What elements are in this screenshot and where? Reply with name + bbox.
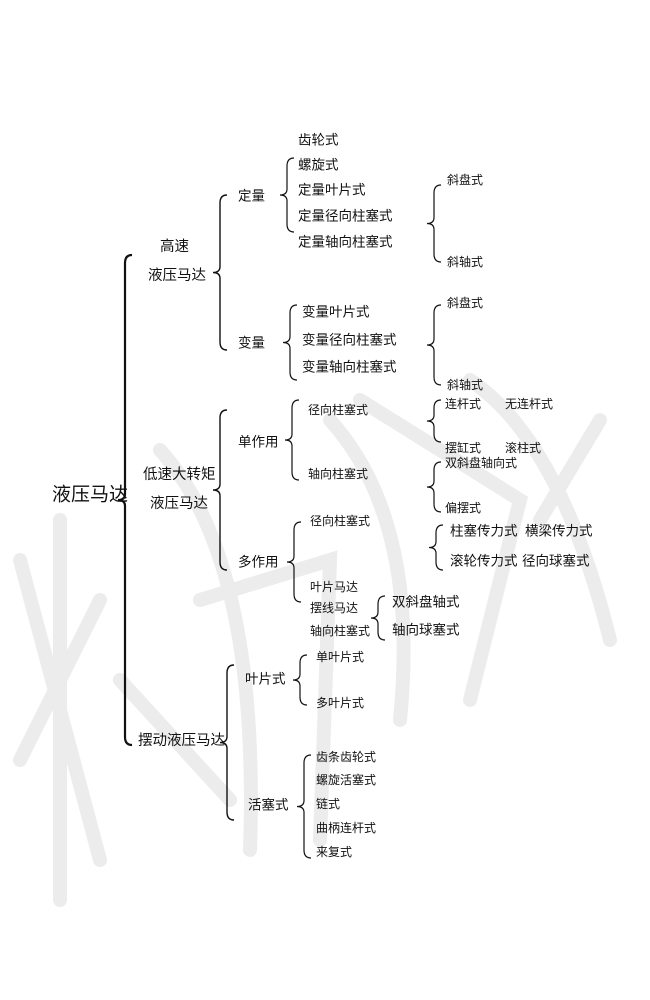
fixed-item: 定量径向柱塞式 [298, 208, 393, 225]
single-acting-label: 单作用 [238, 434, 279, 451]
brace [282, 304, 298, 381]
brace [426, 461, 442, 513]
swing-label: 摆动液压马达 [138, 732, 225, 749]
brace [428, 524, 444, 571]
multi-radial-sub: 柱塞传力式 [450, 523, 518, 540]
multi-item: 径向柱塞式 [310, 514, 371, 528]
single-radial-sub: 滚柱式 [505, 441, 542, 455]
vane-item: 单叶片式 [316, 650, 365, 664]
fixed-label: 定量 [238, 188, 265, 205]
vane-label: 叶片式 [245, 671, 286, 688]
variable-item: 变量轴向柱塞式 [302, 359, 397, 376]
brace [286, 521, 302, 603]
fixed-sub: 斜轴式 [447, 255, 484, 269]
low-speed-label: 低速大转矩 [143, 466, 216, 483]
multi-radial-sub: 横梁传力式 [525, 523, 593, 540]
fixed-item: 螺旋式 [298, 157, 339, 174]
high-speed-label-2: 液压马达 [148, 267, 206, 284]
high-speed-label: 高速 [160, 238, 189, 255]
piston-item: 曲柄连杆式 [316, 821, 377, 835]
piston-item: 来复式 [316, 845, 353, 859]
brace [212, 409, 228, 571]
single-axial-sub: 双斜盘轴向式 [445, 456, 518, 470]
piston-item: 链式 [316, 797, 341, 811]
single-radial-sub: 无连杆式 [505, 397, 554, 411]
fixed-sub: 斜盘式 [447, 173, 484, 187]
piston-item: 螺旋活塞式 [316, 773, 377, 787]
variable-item: 变量径向柱塞式 [302, 332, 397, 349]
brace [370, 595, 386, 641]
multi-item: 叶片马达 [310, 580, 359, 594]
vane-item: 多叶片式 [316, 696, 365, 710]
multi-item: 摆线马达 [310, 601, 359, 615]
variable-sub: 斜盘式 [447, 296, 484, 310]
multi-item: 轴向柱塞式 [310, 624, 371, 638]
low-speed-label-2: 液压马达 [150, 495, 208, 512]
single-radial-sub: 摆缸式 [445, 441, 482, 455]
piston-item: 齿条齿轮式 [316, 750, 377, 764]
single-radial-sub: 连杆式 [445, 397, 482, 411]
brace [426, 184, 442, 263]
brace [426, 399, 442, 443]
brace [117, 253, 133, 747]
brace [284, 399, 300, 481]
variable-label: 变量 [238, 335, 265, 352]
variable-sub: 斜轴式 [447, 378, 484, 392]
brace [426, 304, 442, 386]
brace [219, 664, 235, 821]
variable-item: 变量叶片式 [302, 304, 370, 321]
root-node: 液压马达 [52, 483, 129, 506]
single-item: 轴向柱塞式 [308, 467, 369, 481]
multi-acting-label: 多作用 [238, 554, 279, 571]
fixed-item: 定量叶片式 [298, 182, 366, 199]
brace [279, 157, 295, 233]
piston-label: 活塞式 [248, 797, 289, 814]
brace [212, 194, 228, 351]
brace [296, 754, 312, 859]
multi-radial-sub: 径向球塞式 [522, 553, 590, 570]
multi-radial-sub: 滚轮传力式 [450, 553, 518, 570]
single-axial-sub: 偏摆式 [445, 501, 482, 515]
fixed-item: 齿轮式 [298, 132, 339, 149]
multi-axial-sub: 轴向球塞式 [392, 622, 460, 639]
fixed-item: 定量轴向柱塞式 [298, 234, 393, 251]
multi-axial-sub: 双斜盘轴式 [392, 594, 460, 611]
single-item: 径向柱塞式 [308, 403, 369, 417]
brace [292, 654, 308, 706]
